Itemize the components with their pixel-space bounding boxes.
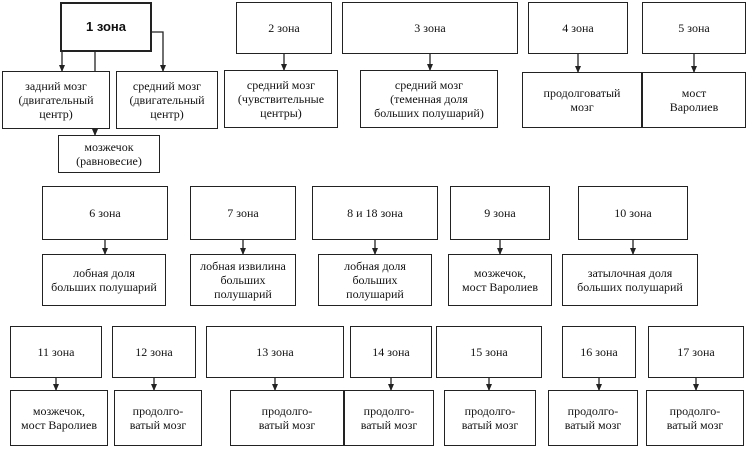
brain-region-box-b5: мост Варолиев	[642, 72, 746, 128]
brain-region-box-b15: продолго- ватый мозг	[444, 390, 536, 446]
connector-z1-b1b	[148, 31, 166, 72]
brain-region-box-b8: лобная доля больших полушарий	[318, 254, 432, 306]
zone-box-z4: 4 зона	[528, 2, 628, 54]
brain-region-box-b7: лобная извилина больших полушарий	[190, 254, 296, 306]
zone-box-z10: 10 зона	[578, 186, 688, 240]
zone-box-z9: 9 зона	[450, 186, 550, 240]
zone-box-z15: 15 зона	[436, 326, 542, 378]
zone-box-z7: 7 зона	[190, 186, 296, 240]
zone-box-z3: 3 зона	[342, 2, 518, 54]
brain-region-box-b16: продолго- ватый мозг	[548, 390, 638, 446]
zone-box-z13: 13 зона	[206, 326, 344, 378]
zone-box-z5: 5 зона	[642, 2, 746, 54]
zone-box-z6: 6 зона	[42, 186, 168, 240]
brain-region-box-b17: продолго- ватый мозг	[646, 390, 744, 446]
brain-region-box-b10: затылочная доля больших полушарий	[562, 254, 698, 306]
brain-region-box-b14: продолго- ватый мозг	[344, 390, 434, 446]
brain-region-box-b4: продолговатый мозг	[522, 72, 642, 128]
brain-region-box-b1b: средний мозг (двигательный центр)	[116, 71, 218, 129]
brain-region-box-b13: продолго- ватый мозг	[230, 390, 344, 446]
zone-box-z11: 11 зона	[10, 326, 102, 378]
brain-region-box-b11: мозжечок, мост Варолиев	[10, 390, 108, 446]
brain-region-box-b1c: мозжечок (равновесие)	[58, 135, 160, 173]
zone-box-z17: 17 зона	[648, 326, 744, 378]
brain-region-box-b2: средний мозг (чувствительные центры)	[224, 70, 338, 128]
zone-box-z2: 2 зона	[236, 2, 332, 54]
zone-box-z1: 1 зона	[60, 2, 152, 52]
brain-region-box-b6: лобная доля больших полушарий	[42, 254, 166, 306]
zone-box-z8: 8 и 18 зона	[312, 186, 438, 240]
brain-region-box-b1a: задний мозг (двигательный центр)	[2, 71, 110, 129]
zone-box-z16: 16 зона	[562, 326, 636, 378]
zone-box-z14: 14 зона	[350, 326, 432, 378]
brain-region-box-b9: мозжечок, мост Варолиев	[448, 254, 552, 306]
zone-box-z12: 12 зона	[112, 326, 196, 378]
brain-region-box-b12: продолго- ватый мозг	[114, 390, 202, 446]
brain-region-box-b3: средний мозг (теменная доля больших полу…	[360, 70, 498, 128]
